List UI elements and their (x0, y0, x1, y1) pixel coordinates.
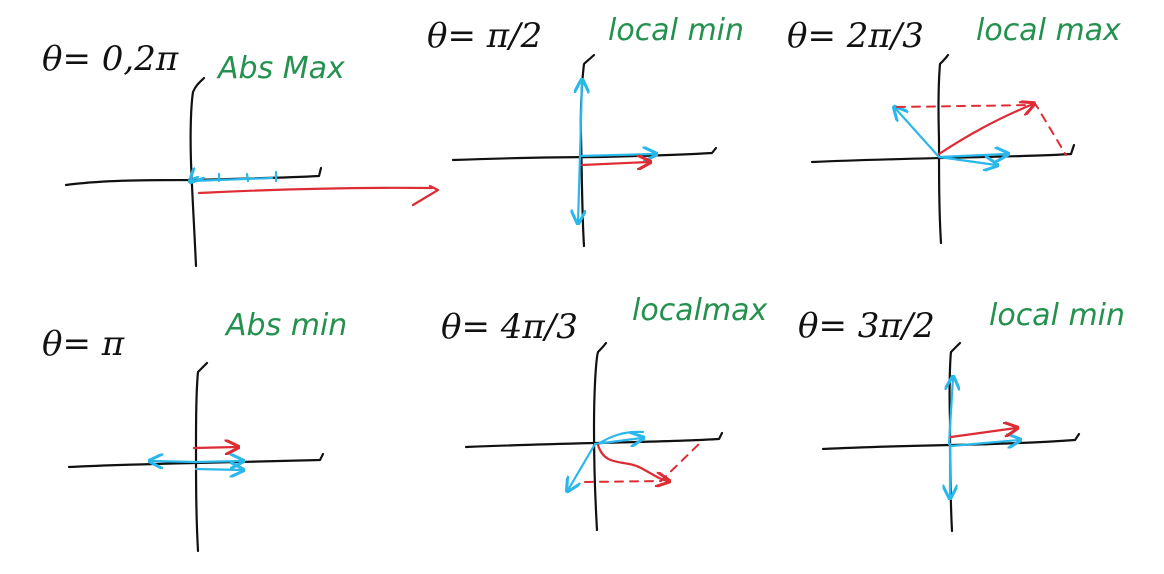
red-vector (937, 104, 1033, 156)
blue-vector-right (593, 438, 642, 444)
red-vector (949, 428, 1016, 439)
y-axis (194, 361, 209, 553)
theta-label: θ= 2π/3 (787, 16, 924, 56)
blue-vector-curved (596, 430, 645, 446)
blue-vector-down (578, 154, 580, 222)
panel-theta-3pi-over-2: θ= 3π/2 local min (798, 298, 1125, 533)
theta-label: θ= 4π/3 (441, 307, 578, 347)
annotation-label: local min (608, 13, 744, 48)
theta-label: θ= 3π/2 (798, 306, 935, 346)
blue-vector-lower-right (937, 157, 996, 165)
blue-vector-diagonal (895, 108, 941, 159)
red-dashed-guide (896, 104, 1067, 156)
theta-label: θ= π (42, 324, 125, 364)
blue-vector-left (151, 461, 198, 462)
red-arrowhead (411, 184, 440, 207)
y-axis (592, 341, 608, 532)
blue-vector-arrow (191, 177, 198, 181)
panel-theta-pi-over-2: θ= π/2 local min (427, 13, 744, 248)
panel-theta-0-2pi: θ= 0,2π Abs Max (42, 39, 440, 268)
blue-vector-up (949, 378, 953, 446)
annotation-label: local min (989, 298, 1125, 333)
annotation-label: Abs min (224, 308, 347, 343)
blue-vector-down-left (568, 442, 597, 490)
blue-vector (189, 176, 274, 183)
red-vector (580, 162, 649, 165)
red-vector (192, 447, 237, 448)
blue-vector-up (580, 81, 582, 158)
theta-label: θ= π/2 (427, 16, 542, 56)
panel-theta-2pi-over-3: θ= 2π/3 local max (787, 13, 1121, 245)
annotation-label: localmax (632, 293, 768, 328)
blue-vector-right (937, 154, 1007, 157)
y-axis (937, 53, 950, 245)
panel-theta-pi: θ= π Abs min (42, 308, 347, 553)
red-vector (596, 443, 668, 481)
y-axis (189, 76, 206, 268)
red-dashed-guide (584, 441, 702, 483)
red-vector (197, 186, 434, 195)
x-axis (451, 146, 718, 162)
x-axis (810, 143, 1076, 164)
panel-theta-4pi-over-3: θ= 4π/3 localmax (441, 293, 768, 532)
annotation-label: Abs Max (216, 51, 345, 86)
blue-vector-lower-right (194, 469, 242, 470)
theta-label: θ= 0,2π (42, 39, 179, 79)
annotation-label: local max (976, 13, 1121, 48)
x-axis (64, 166, 323, 187)
blue-vector-right (949, 440, 1019, 446)
blue-vector-right (194, 461, 242, 462)
blue-tick-marks (217, 170, 278, 183)
